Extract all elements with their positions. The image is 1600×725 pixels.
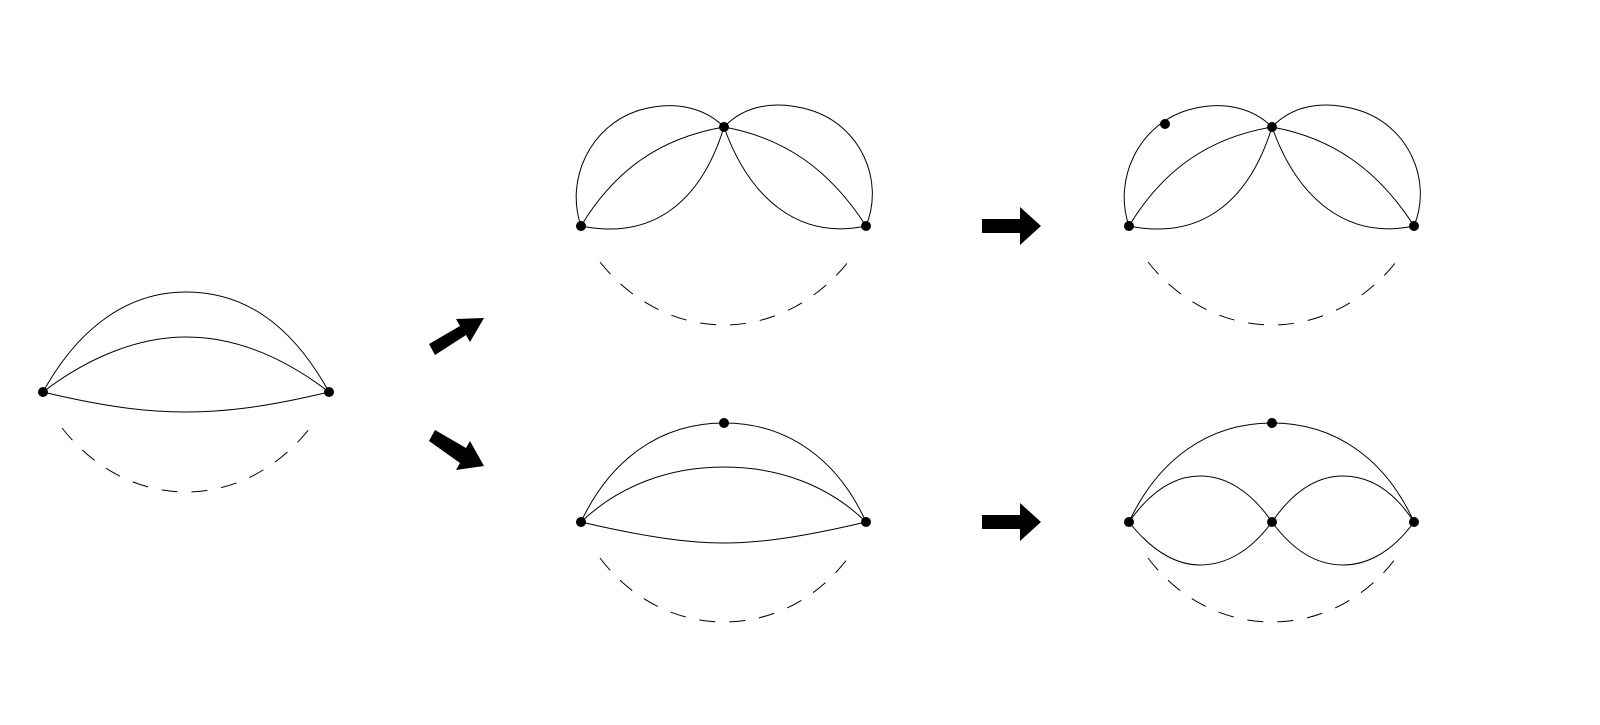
dashed-loop	[599, 261, 849, 326]
lower-arc	[580, 521, 867, 544]
vertex-top	[1267, 418, 1277, 428]
diagram-bottom-right	[1124, 418, 1419, 623]
lower-arc	[42, 391, 330, 413]
arrow-right-bottom	[982, 503, 1041, 541]
vertex-right	[1409, 221, 1419, 231]
right-lower-arc	[723, 126, 867, 227]
vertex-left	[38, 387, 48, 397]
diagram-bottom-middle	[576, 418, 871, 623]
inner-arc	[580, 466, 867, 523]
right-outer-arc	[1271, 104, 1421, 227]
vertex-right	[1409, 517, 1419, 527]
vertex-left	[1124, 517, 1134, 527]
vertex-left	[576, 221, 586, 231]
right-lower-arc	[1271, 126, 1415, 227]
vertex-left	[1124, 221, 1134, 231]
right-lower-loop	[1271, 521, 1415, 566]
diagram-top-middle	[575, 104, 873, 326]
left-lower-loop	[1128, 521, 1273, 566]
outer-arc	[580, 422, 867, 523]
arrow-down-right-shape	[429, 430, 484, 470]
vertex-center	[1267, 517, 1277, 527]
arrow-down-right	[429, 430, 484, 470]
dashed-loop	[599, 557, 849, 623]
left-inner-arc	[1128, 126, 1273, 227]
inner-arc	[42, 336, 330, 393]
right-upper-loop	[1271, 475, 1415, 523]
arrow-up-right	[429, 318, 484, 355]
right-inner-arc	[723, 126, 867, 230]
diagram-source	[38, 291, 334, 493]
dashed-loop	[1147, 261, 1397, 326]
left-inner-arc	[580, 126, 725, 227]
vertex-right	[861, 517, 871, 527]
vertex-top	[719, 122, 729, 132]
vertex-right	[324, 387, 334, 397]
dashed-loop	[1147, 557, 1397, 623]
vertex-top	[1267, 122, 1277, 132]
left-outer-arc	[575, 105, 725, 227]
outer-arc	[42, 291, 330, 393]
left-lower-arc	[580, 126, 725, 230]
left-outer-arc	[1123, 105, 1273, 227]
right-inner-arc	[1271, 126, 1415, 230]
arrow-right-bottom-shape	[982, 503, 1041, 541]
vertex-left	[576, 517, 586, 527]
arrow-right-top-shape	[982, 207, 1041, 245]
arrow-up-right-shape	[429, 318, 484, 355]
arrow-right-top	[982, 207, 1041, 245]
left-lower-arc	[1128, 126, 1273, 230]
dashed-loop	[61, 427, 311, 493]
vertex-right	[861, 221, 871, 231]
vertex-outer-left	[1160, 119, 1170, 129]
outer-arc	[1128, 422, 1415, 523]
left-upper-loop	[1128, 475, 1273, 523]
diagram-top-right	[1123, 104, 1421, 326]
right-outer-arc	[723, 104, 873, 227]
vertex-top	[719, 418, 729, 428]
